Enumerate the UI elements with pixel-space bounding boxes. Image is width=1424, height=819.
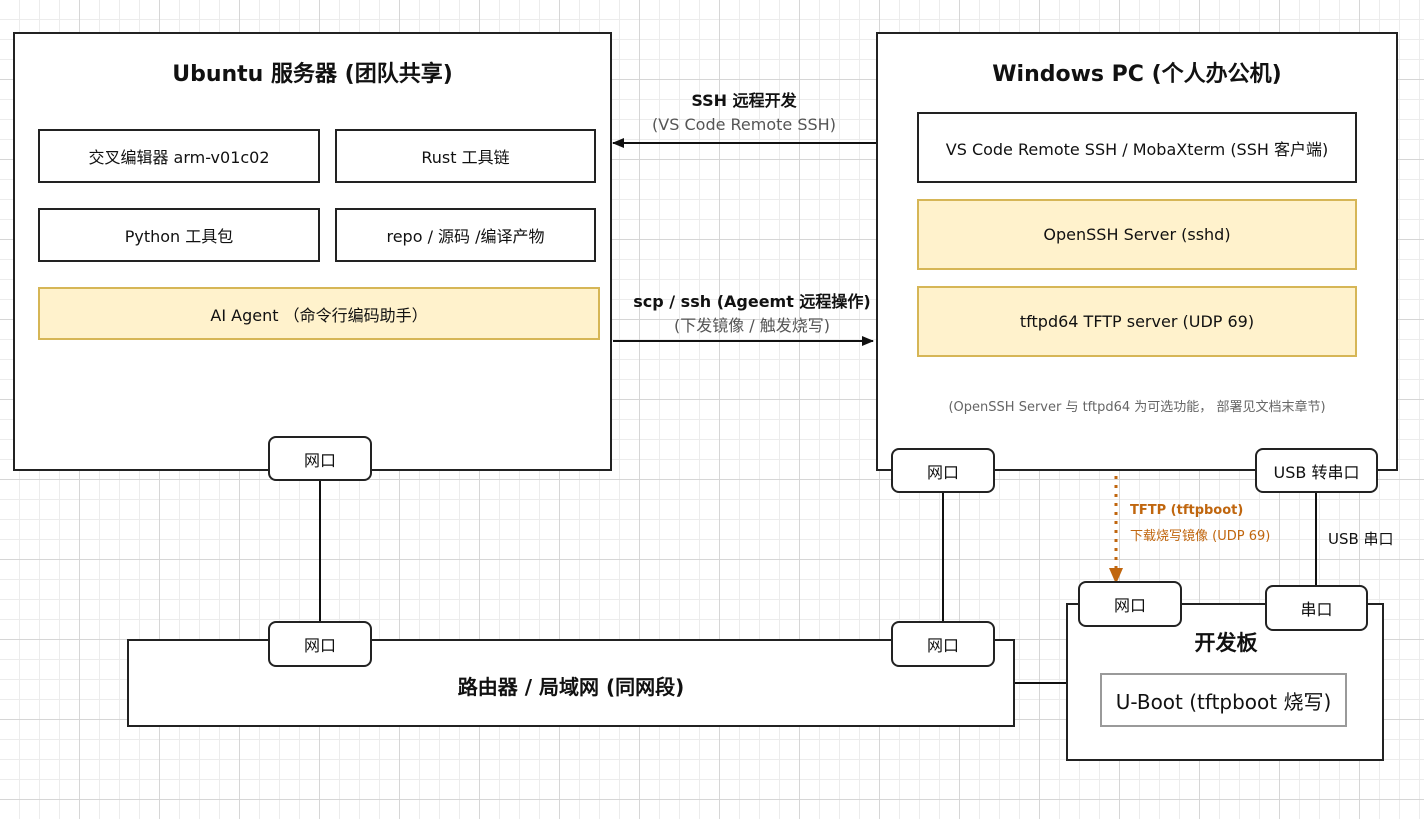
dev-board-title: 开发板 bbox=[1194, 631, 1258, 655]
ssh-dev-subtitle: (VS Code Remote SSH) bbox=[652, 115, 836, 134]
cross-compiler-box: 交叉编辑器 arm-v01c02 bbox=[38, 129, 320, 183]
scp-subtitle: (下发镜像 / 触发烧写) bbox=[673, 316, 831, 335]
ubuntu-server-title: Ubuntu 服务器 (团队共享) bbox=[172, 62, 453, 87]
board-serial-port: 串口 bbox=[1265, 585, 1368, 631]
windows-pc-title: Windows PC (个人办公机) bbox=[992, 62, 1282, 87]
openssh-server-box: OpenSSH Server (sshd) bbox=[917, 199, 1357, 270]
ai-agent-box: AI Agent （命令行编码助手） bbox=[38, 287, 600, 340]
tftp-title: TFTP (tftpboot) bbox=[1130, 503, 1244, 518]
usb-serial-adapter-port: USB 转串口 bbox=[1255, 448, 1378, 493]
ssh-client-box: VS Code Remote SSH / MobaXterm (SSH 客户端) bbox=[917, 112, 1357, 183]
usb-serial-label: USB 串口 bbox=[1328, 530, 1394, 548]
rust-toolchain-box: Rust 工具链 bbox=[335, 129, 596, 183]
router-port-right: 网口 bbox=[891, 621, 995, 667]
tftpd64-box: tftpd64 TFTP server (UDP 69) bbox=[917, 286, 1357, 357]
router-title: 路由器 / 局域网 (同网段) bbox=[457, 675, 685, 699]
scp-title: scp / ssh (Ageemt 远程操作) bbox=[633, 292, 871, 311]
router-port-left: 网口 bbox=[268, 621, 372, 667]
ubuntu-network-port: 网口 bbox=[268, 436, 372, 481]
tftp-subtitle: 下载烧写镜像 (UDP 69) bbox=[1130, 529, 1271, 544]
windows-network-port: 网口 bbox=[891, 448, 995, 493]
optional-features-note: (OpenSSH Server 与 tftpd64 为可选功能， 部署见文档末章… bbox=[948, 400, 1326, 415]
ssh-dev-label: SSH 远程开发 (VS Code Remote SSH) bbox=[626, 89, 862, 137]
uboot-box: U-Boot (tftpboot 烧写) bbox=[1100, 673, 1347, 727]
tftp-label: TFTP (tftpboot) 下载烧写镜像 (UDP 69) bbox=[1130, 498, 1270, 550]
board-network-port: 网口 bbox=[1078, 581, 1182, 627]
python-toolkit-box: Python 工具包 bbox=[38, 208, 320, 262]
repo-source-box: repo / 源码 /编译产物 bbox=[335, 208, 596, 262]
scp-label: scp / ssh (Ageemt 远程操作) (下发镜像 / 触发烧写) bbox=[618, 290, 886, 338]
ssh-dev-title: SSH 远程开发 bbox=[691, 91, 797, 110]
